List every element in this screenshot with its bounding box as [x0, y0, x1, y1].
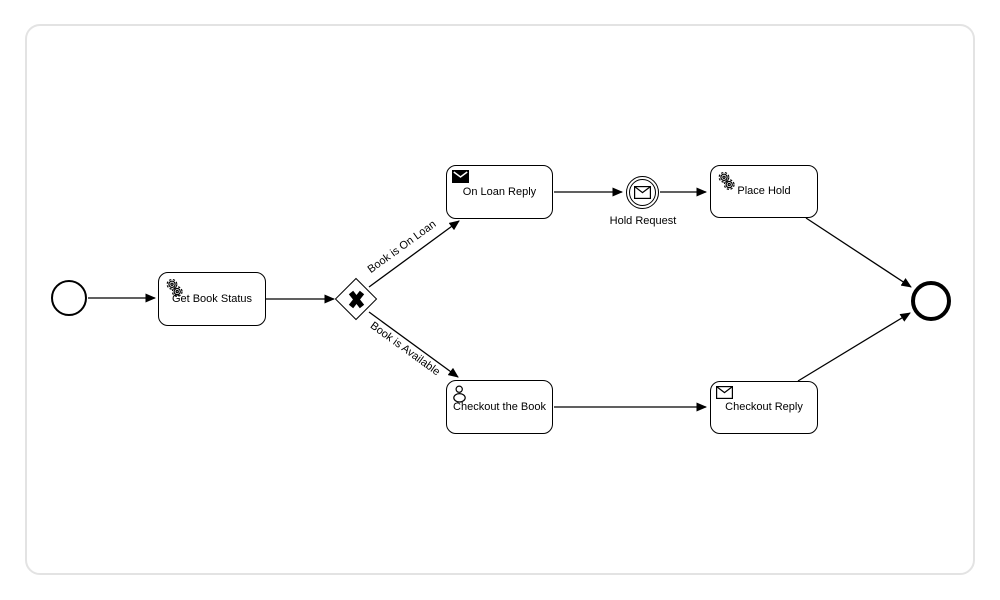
message-outline-icon	[716, 386, 734, 400]
exclusive-gateway[interactable]	[334, 277, 379, 322]
end-event[interactable]	[911, 281, 951, 321]
x-marker-icon	[346, 289, 367, 310]
task-label: Checkout Reply	[725, 401, 803, 413]
task-label: Place Hold	[737, 185, 791, 197]
task-place-hold[interactable]: Place Hold	[710, 165, 818, 218]
task-get-book-status[interactable]: Get Book Status	[158, 272, 266, 326]
message-outline-icon	[634, 186, 652, 200]
start-event[interactable]	[51, 280, 87, 316]
intermediate-event-hold-request[interactable]	[626, 176, 659, 209]
task-checkout-the-book[interactable]: Checkout the Book	[446, 380, 553, 434]
task-on-loan-reply[interactable]: On Loan Reply	[446, 165, 553, 219]
gears-icon	[716, 170, 737, 192]
task-label: Checkout the Book	[453, 400, 546, 413]
user-icon	[452, 385, 469, 404]
message-filled-icon	[452, 170, 469, 183]
gears-icon	[164, 277, 185, 299]
task-checkout-reply[interactable]: Checkout Reply	[710, 381, 818, 434]
event-label-hold-request: Hold Request	[609, 215, 677, 227]
event-inner-ring	[629, 179, 656, 206]
task-label: On Loan Reply	[462, 185, 537, 198]
task-label: Get Book Status	[171, 292, 253, 305]
